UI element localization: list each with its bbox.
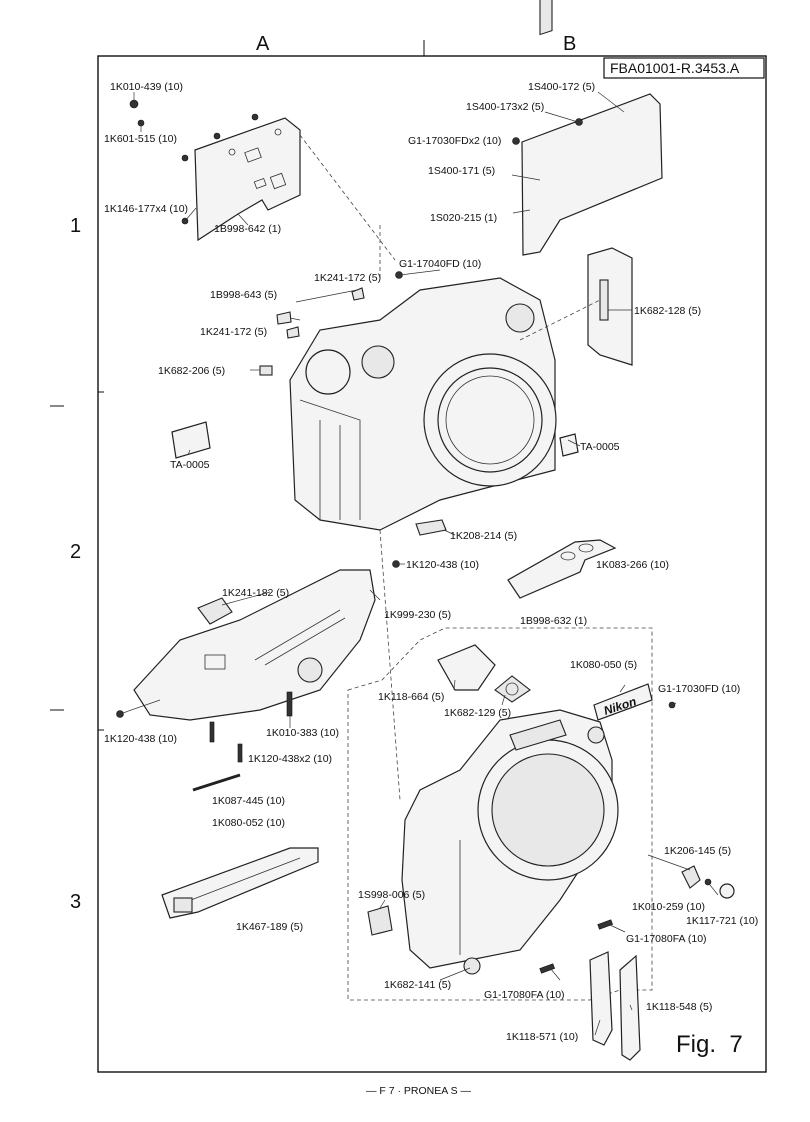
part-label: 1K682-206 (5) <box>158 365 225 377</box>
diagram-code-box <box>603 57 765 79</box>
part-label: 1K601-515 (10) <box>104 133 177 145</box>
part-label: G1-17030FD (10) <box>658 683 740 695</box>
part-label: G1-17030FDx2 (10) <box>408 135 501 147</box>
plate-1b998-643 <box>276 311 292 325</box>
screw-1k010-259 <box>704 878 712 886</box>
part-label: 1K206-145 (5) <box>664 845 731 857</box>
bracket-1k241-172-left <box>286 326 300 339</box>
part-label: G1-17080FA (10) <box>626 933 707 945</box>
cap-1k117-721 <box>719 883 735 899</box>
screw-g1-17080fa-right <box>597 919 613 930</box>
part-label: 1K118-571 (10) <box>506 1031 578 1043</box>
grip-strip-1k118-548 <box>619 954 641 1061</box>
part-label: 1K146-177x4 (10) <box>104 203 188 215</box>
bracket-1k241-172-top <box>351 287 365 301</box>
side-contact-plate <box>587 247 633 366</box>
tape-pad-left <box>171 421 211 459</box>
grip-label-1k118-664 <box>437 644 496 691</box>
strip-1k087-445 <box>192 773 241 792</box>
part-label: 1K682-128 (5) <box>634 305 701 317</box>
part-label: G1-17040FD (10) <box>399 258 481 270</box>
part-label: 1K087-445 (10) <box>212 795 285 807</box>
part-label: 1K241-172 (5) <box>314 272 381 284</box>
front-cover <box>401 709 619 969</box>
screws-top-right <box>395 118 583 279</box>
part-label: 1K241-172 (5) <box>200 326 267 338</box>
part-label: 1K080-050 (5) <box>570 659 637 671</box>
part-label: 1S400-173x2 (5) <box>466 101 544 113</box>
diagram-code: FBA01001-R.3453.A <box>610 60 740 76</box>
battery-door <box>161 847 319 919</box>
circuit-board-right <box>521 0 663 256</box>
pad-1k682-206 <box>259 365 273 376</box>
circuit-plate-left <box>194 117 301 242</box>
part-label: 1K010-259 (10) <box>632 901 705 913</box>
part-label: 1K682-141 (5) <box>384 979 451 991</box>
part-label: 1K999-230 (5) <box>384 609 451 621</box>
column-label-a: A <box>256 33 270 55</box>
nikon-badge: Nikon <box>593 683 653 721</box>
lever-1k206-145 <box>681 865 701 889</box>
part-label: 1K080-052 (10) <box>212 817 285 829</box>
holder-1k682-129 <box>494 675 531 703</box>
row-label-3: 3 <box>70 891 81 913</box>
part-label: 1S020-215 (1) <box>430 212 497 224</box>
diagram-frame <box>97 55 767 1073</box>
part-label: 1B998-632 (1) <box>520 615 587 627</box>
part-label: 1K010-383 (10) <box>266 727 339 739</box>
screws-top-left <box>129 99 259 225</box>
column-label-b: B <box>563 33 576 55</box>
part-label: 1K208-214 (5) <box>450 530 517 542</box>
row-label-1: 1 <box>70 215 81 237</box>
screw-g1-17080fa-bottom <box>539 963 555 974</box>
row-label-2: 2 <box>70 541 81 563</box>
front-cover-group-box <box>347 627 653 1001</box>
part-label: 1K682-129 (5) <box>444 707 511 719</box>
part-label: 1S400-172 (5) <box>528 81 595 93</box>
part-label: 1K467-189 (5) <box>236 921 303 933</box>
part-label: G1-17080FA (10) <box>484 989 565 1001</box>
part-label: 1K120-438 (10) <box>104 733 177 745</box>
part-label: 1S400-171 (5) <box>428 165 495 177</box>
grip-strip-1k118-571 <box>589 951 613 1046</box>
part-label: 1K117-721 (10) <box>686 915 758 927</box>
page-footer: — F 7 · PRONEA S — <box>366 1085 472 1097</box>
part-label: 1K120-438x2 (10) <box>248 753 332 765</box>
part-label: 1K241-182 (5) <box>222 587 289 599</box>
nikon-badge-text: Nikon <box>602 694 638 718</box>
part-label: 1K010-439 (10) <box>110 81 183 93</box>
shim-1k083-266 <box>507 539 617 599</box>
tape-pad-right <box>559 433 579 457</box>
part-label: 1B998-643 (5) <box>210 289 277 301</box>
knob-1k682-141 <box>463 957 481 975</box>
camera-body <box>289 277 557 531</box>
bottom-base-plate <box>133 569 376 721</box>
part-label: 1B998-642 (1) <box>214 223 281 235</box>
switch-1s998-006 <box>367 905 393 936</box>
part-label: 1K118-548 (5) <box>646 1001 712 1013</box>
part-label: TA-0005 <box>580 441 620 453</box>
part-label: 1S998-006 (5) <box>358 889 425 901</box>
part-label: TA-0005 <box>170 459 210 471</box>
part-label: 1K083-266 (10) <box>596 559 669 571</box>
lever-1k208-214 <box>415 519 447 536</box>
leader-lines <box>119 91 719 1036</box>
figure-label: Fig. 7 <box>676 1031 743 1058</box>
part-label: 1K120-438 (10) <box>406 559 479 571</box>
part-labels: 1K010-439 (10) 1K601-515 (10) 1K146-177x… <box>104 81 758 1043</box>
part-label: 1K118-664 (5) <box>378 691 444 703</box>
